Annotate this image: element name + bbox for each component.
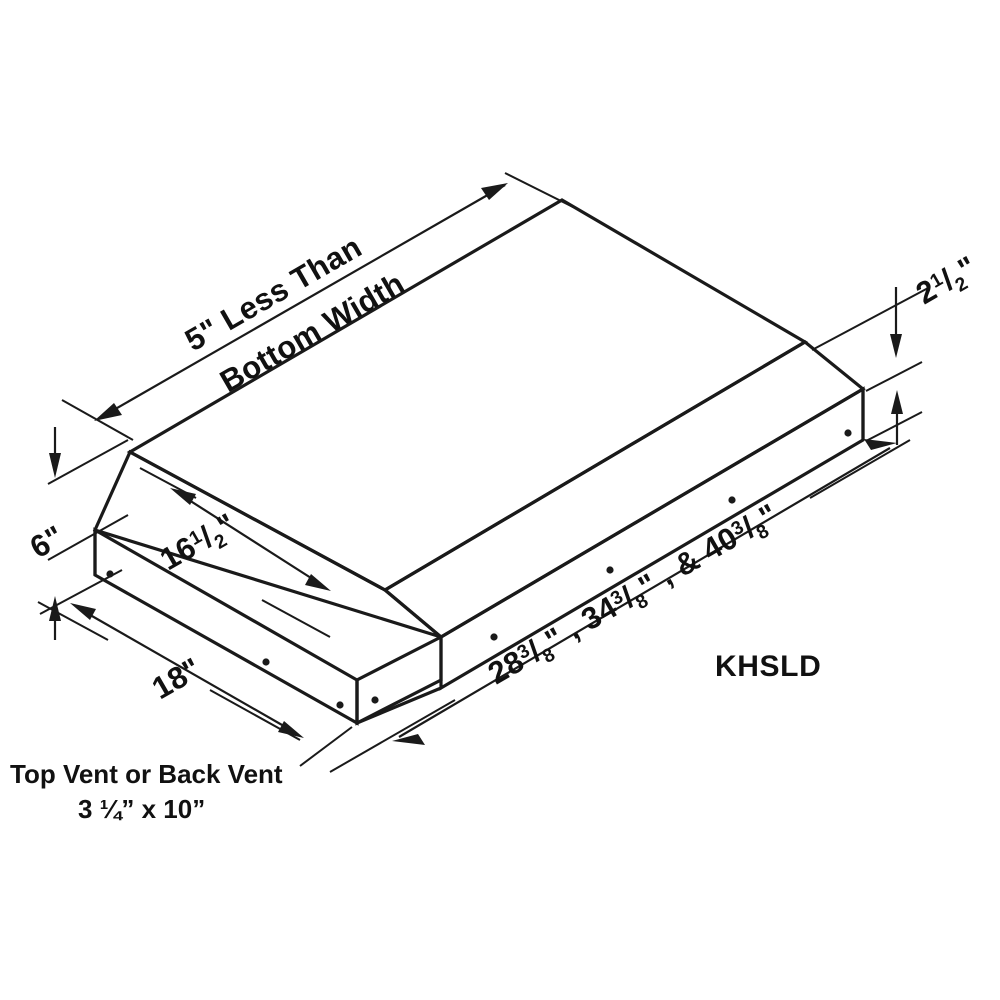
- dim-right-height-arrow-down: [890, 334, 902, 358]
- rivet-dot: [262, 658, 270, 666]
- dim-left-height-ext-top: [47, 439, 129, 485]
- dim-bottom-width-arrow-right: [864, 439, 897, 450]
- dim-top-width-line: [97, 184, 506, 420]
- dim-top-depth-arrow-right: [305, 574, 331, 591]
- rivet-dot: [336, 701, 344, 709]
- dim-bottom-width: 283/8" , 343/8" , & 403/8": [329, 439, 911, 773]
- vent-caption-line2: 3 ¼” x 10”: [78, 794, 205, 824]
- dim-right-height-label: 21/2": [910, 249, 985, 315]
- dim-top-width-arrow-left: [94, 403, 122, 421]
- rivet-dot: [844, 429, 852, 437]
- dim-top-width-arrow-right: [481, 183, 508, 200]
- rivet-dot: [371, 696, 379, 704]
- dim-top-depth-line: [177, 492, 323, 586]
- dim-bottom-depth-line: [77, 607, 297, 734]
- model-label: KHSLD: [715, 650, 821, 683]
- dim-left-height-label: 6": [24, 518, 70, 565]
- dim-top-depth-label: 161/2": [154, 506, 244, 581]
- rivet-dot: [606, 566, 614, 574]
- rivet-group: [106, 429, 852, 709]
- rivet-dot: [728, 496, 736, 504]
- dim-top-depth-arrow-left: [170, 488, 196, 505]
- dim-bottom-depth-arrow-left: [70, 603, 96, 620]
- dim-right-height-ext-mid: [865, 361, 923, 392]
- dim-bottom-width-ext-left: [329, 699, 456, 773]
- front-left-lower-slope: [355, 634, 443, 726]
- dim-bottom-width-arrow-left: [392, 734, 425, 745]
- dim-top-width-ext-right: [504, 172, 574, 208]
- vent-caption-leader: [299, 726, 353, 767]
- dim-right-height-ext-top: [811, 286, 931, 351]
- left-chamfer-face: [92, 449, 443, 639]
- dim-bottom-depth-arrow-right: [278, 721, 304, 738]
- dim-bottom-width-line: [398, 447, 891, 738]
- dim-bottom-depth-label: 18": [146, 651, 207, 706]
- vent-caption: Top Vent or Back Vent 3 ¼” x 10”: [10, 726, 353, 824]
- dim-right-height-ext-bot: [865, 411, 923, 442]
- dim-bottom-depth-ext-left: [37, 601, 109, 641]
- front-right-bottom-edge: [356, 686, 442, 725]
- vent-caption-line1: Top Vent or Back Vent: [10, 759, 283, 789]
- dim-top-depth-ext-right: [261, 599, 331, 638]
- dim-right-height: 21/2": [811, 249, 985, 445]
- dim-top-width: 5" Less Than Bottom Width: [61, 172, 574, 441]
- rivet-dot: [490, 633, 498, 641]
- dim-left-height-arrow-up: [49, 596, 61, 621]
- dim-bottom-width-ext-right: [809, 439, 911, 499]
- dim-left-height-ext-bot: [47, 514, 129, 561]
- hood-body-outline: [92, 198, 866, 726]
- dim-left-height-arrow-down: [49, 453, 61, 478]
- dim-right-height-arrow-up: [891, 390, 903, 414]
